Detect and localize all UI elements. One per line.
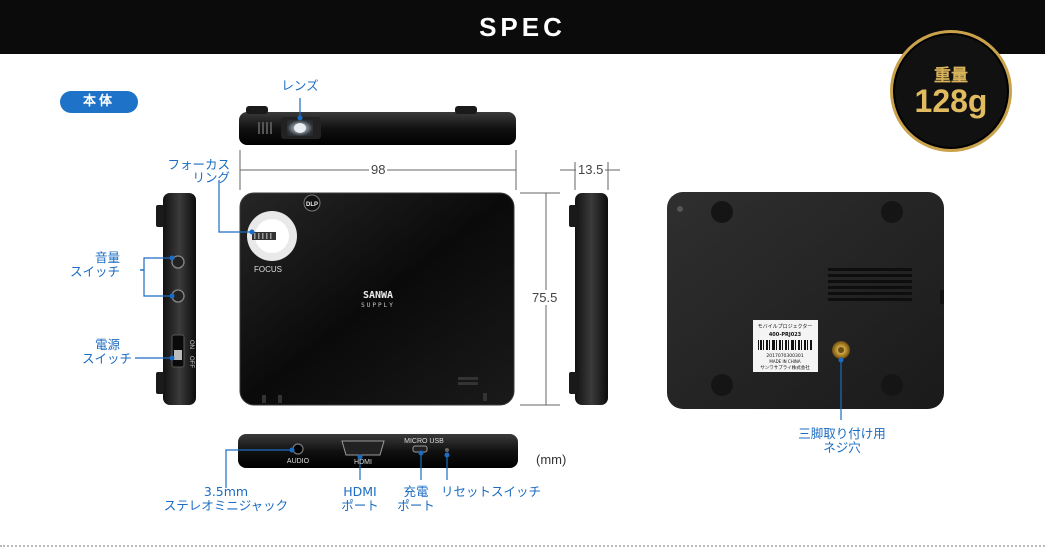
brand-marking-line2: SUPPLY [361, 302, 395, 309]
callout-focus-ring-line1: フォーカス [167, 157, 230, 172]
callout-volume-line1: 音量 [94, 250, 120, 265]
weight-badge: 重量 128g [890, 30, 1012, 152]
callout-hdmi-line1: HDMI [343, 484, 377, 499]
callout-volume-line2: スイッチ [69, 264, 120, 279]
audio-marking: AUDIO [287, 458, 310, 465]
sticker-made-in: MADE IN CHINA [769, 359, 800, 364]
switch-off-marking: OFF [188, 356, 194, 368]
callout-lines [135, 98, 842, 488]
right-side-view [569, 193, 608, 405]
callout-hdmi-line2: ポート [341, 498, 379, 513]
callout-charge-line1: 充電 [403, 484, 429, 499]
dim-width: 98 [369, 162, 388, 177]
callout-power-line1: 電源 [94, 337, 120, 352]
header-bar [0, 0, 1045, 54]
sticker-line1: モバイルプロジェクター [758, 323, 813, 330]
top-view [239, 106, 516, 145]
vent-grille [828, 268, 912, 301]
page-title: SPEC [479, 12, 566, 42]
weight-label: 重量 [934, 66, 968, 86]
sticker-maker: サンワサプライ株式会社 [760, 364, 810, 371]
callout-focus-ring-line2: リング [192, 170, 230, 185]
left-side-view [156, 193, 196, 405]
callout-tripod-line2: ネジ穴 [823, 440, 861, 455]
callout-audio-line1: 3.5mm [203, 484, 249, 499]
callout-reset: リセットスイッチ [441, 484, 542, 499]
sticker-line2: 400-PRJ023 [769, 332, 802, 338]
callout-tripod-line1: 三脚取り付け用 [798, 426, 886, 441]
callout-charge-line2: ポート [397, 498, 435, 513]
callout-audio-line2: ステレオミニジャック [163, 498, 289, 513]
dim-depth: 13.5 [576, 162, 606, 177]
sticker-serial: 2017070300301 [766, 353, 803, 359]
callout-dots [169, 115, 844, 460]
port-edge-view [238, 434, 518, 468]
callout-lens: レンズ [281, 78, 319, 93]
section-label-pill: 本体 [60, 91, 138, 113]
hdmi-marking: HDMI [354, 459, 372, 466]
switch-on-marking: ON [188, 340, 194, 349]
dim-unit: (mm) [536, 452, 567, 467]
weight-value: 128g [914, 83, 988, 119]
dlp-marking: DLP [306, 202, 318, 208]
bottom-divider [0, 545, 1045, 547]
dim-height: 75.5 [530, 290, 560, 305]
callout-power-line2: スイッチ [81, 351, 132, 366]
micro-usb-marking: MICRO USB [404, 438, 444, 445]
brand-marking-line1: SANWA [363, 290, 393, 301]
back-view [667, 192, 944, 409]
focus-marking: FOCUS [254, 265, 282, 274]
front-view [239, 192, 515, 406]
